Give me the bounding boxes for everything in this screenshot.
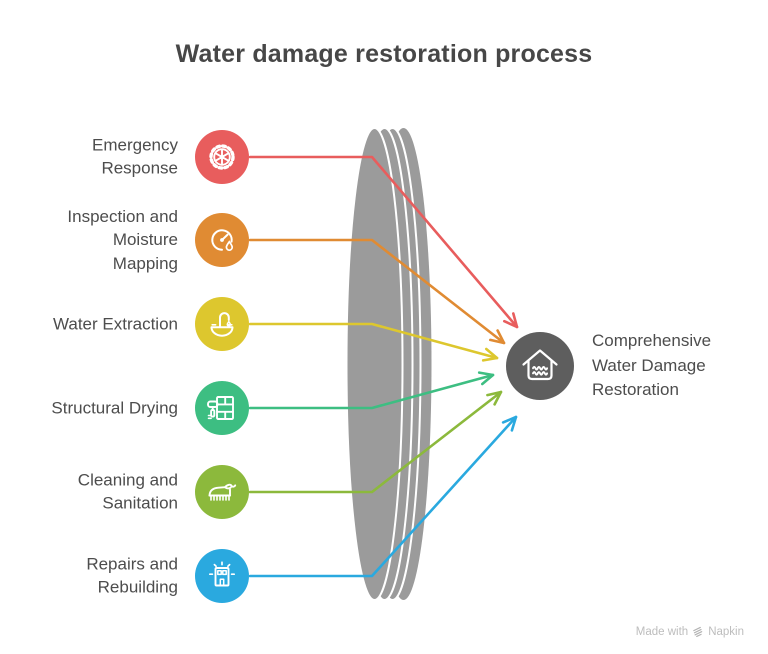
- connector-repairs-rebuilding: [248, 415, 518, 578]
- item-badge-inspection-moisture: [195, 213, 249, 267]
- arrowhead: [503, 312, 519, 329]
- item-label-repairs-rebuilding: Repairs and Rebuilding: [86, 554, 178, 597]
- arrowhead: [486, 390, 503, 406]
- item-label-structural-drying: Structural Drying: [51, 398, 178, 418]
- connector-emergency-response: [248, 155, 519, 329]
- item-label-cleaning-sanitation: Cleaning and Sanitation: [77, 470, 178, 513]
- item-label-inspection-moisture: Inspection and Moisture Mapping: [67, 206, 178, 273]
- item-badge-emergency-response: [195, 130, 249, 184]
- helm-gear-icon: [209, 144, 235, 170]
- building-sparkle-icon: [208, 561, 236, 587]
- scrub-brush-icon: [208, 483, 237, 501]
- item-label-water-extraction: Water Extraction: [52, 314, 178, 334]
- wall-paint-roller-icon: [207, 396, 234, 420]
- connector-structural-drying: [248, 371, 495, 410]
- item-badge-water-extraction: [195, 297, 249, 351]
- arrowhead: [477, 371, 495, 386]
- napkin-logo-icon: [693, 626, 703, 638]
- item-badge-structural-drying: [195, 381, 249, 435]
- flooded-house-icon: [522, 349, 558, 381]
- moisture-gauge-icon: [211, 229, 234, 251]
- arrowhead: [481, 347, 499, 362]
- funnel-lens: [345, 127, 432, 601]
- connector-inspection-moisture: [248, 238, 506, 345]
- connector-cleaning-sanitation: [248, 390, 503, 494]
- watermark-brand: Napkin: [708, 626, 744, 638]
- watermark-made-with: Made with: [635, 626, 689, 638]
- connector-water-extraction: [248, 322, 499, 362]
- arrowhead: [489, 329, 506, 345]
- page-title: Water damage restoration process: [175, 40, 593, 68]
- sink-icon: [210, 312, 234, 337]
- item-badge-cleaning-sanitation: [195, 465, 249, 519]
- item-badge-repairs-rebuilding: [195, 549, 249, 603]
- watermark: Made with Napkin: [636, 626, 744, 638]
- arrowhead: [501, 415, 518, 432]
- item-label-emergency-response: Emergency Response: [92, 135, 178, 178]
- result-label: Comprehensive Water Damage Restoration: [592, 331, 712, 400]
- result-node: [506, 332, 574, 400]
